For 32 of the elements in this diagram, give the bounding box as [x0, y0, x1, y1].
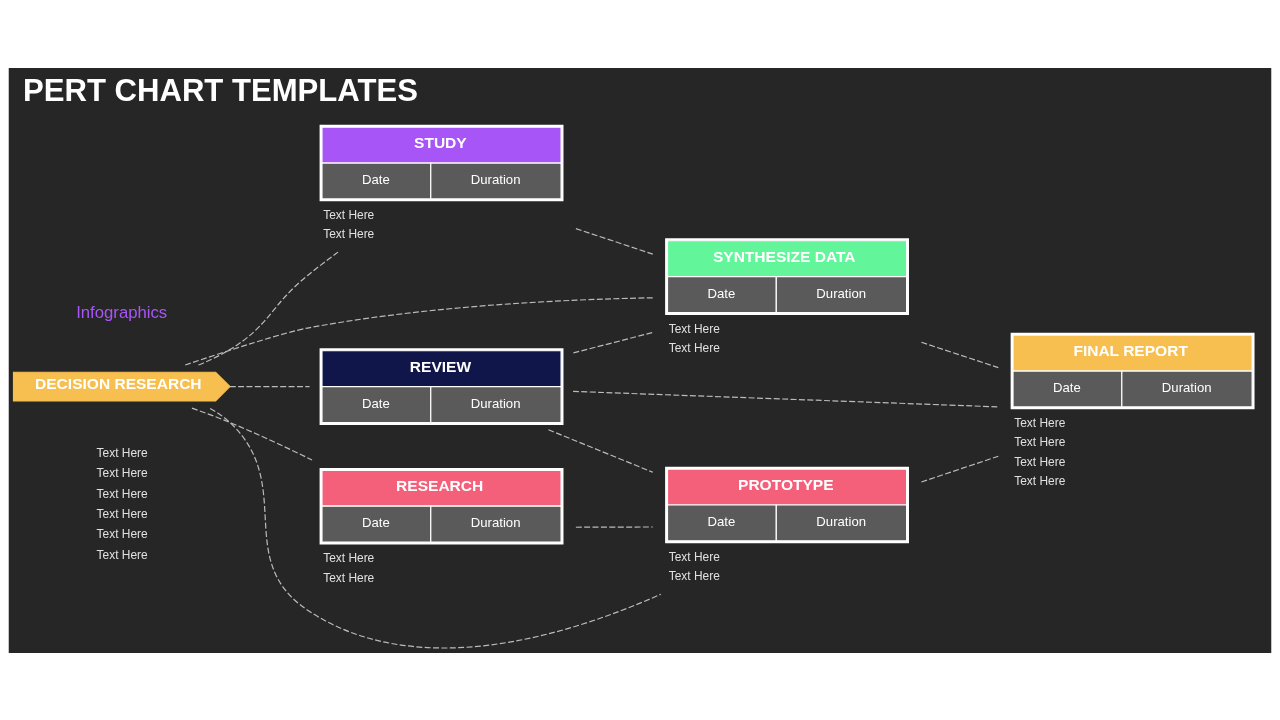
- connector: [572, 331, 654, 354]
- node-label: Text Here: [1014, 415, 1066, 430]
- node-label: Text Here: [668, 549, 720, 564]
- connector: [184, 296, 654, 366]
- node-label: Text Here: [668, 568, 720, 583]
- connector: [572, 390, 1000, 407]
- node-label: Text Here: [323, 226, 375, 241]
- node-label: Text Here: [96, 547, 148, 562]
- label: Infographics: [76, 302, 168, 322]
- node-label: Text Here: [96, 465, 148, 480]
- diagram-title: PERT CHART TEMPLATES: [23, 72, 418, 108]
- connector: [920, 455, 999, 483]
- connector: [229, 385, 311, 387]
- connector: [547, 428, 654, 473]
- connector: [575, 525, 654, 528]
- node-label: Text Here: [96, 506, 148, 521]
- node-label: Text Here: [668, 321, 720, 336]
- node-label: Text Here: [1014, 454, 1066, 469]
- node-label: Text Here: [96, 445, 148, 460]
- node-label: Text Here: [323, 570, 375, 584]
- node-label: Text Here: [668, 340, 720, 355]
- connector: [209, 407, 662, 648]
- node-label: Text Here: [323, 207, 375, 222]
- connector: [191, 407, 313, 461]
- node-label: Text Here: [96, 486, 148, 501]
- node-label: Text Here: [323, 550, 375, 565]
- node-label: Text Here: [96, 526, 148, 541]
- node-label: Text Here: [1014, 473, 1066, 488]
- node-label: Text Here: [1014, 434, 1066, 449]
- connector: [575, 227, 654, 255]
- connector: [920, 341, 999, 368]
- connector: [197, 251, 339, 366]
